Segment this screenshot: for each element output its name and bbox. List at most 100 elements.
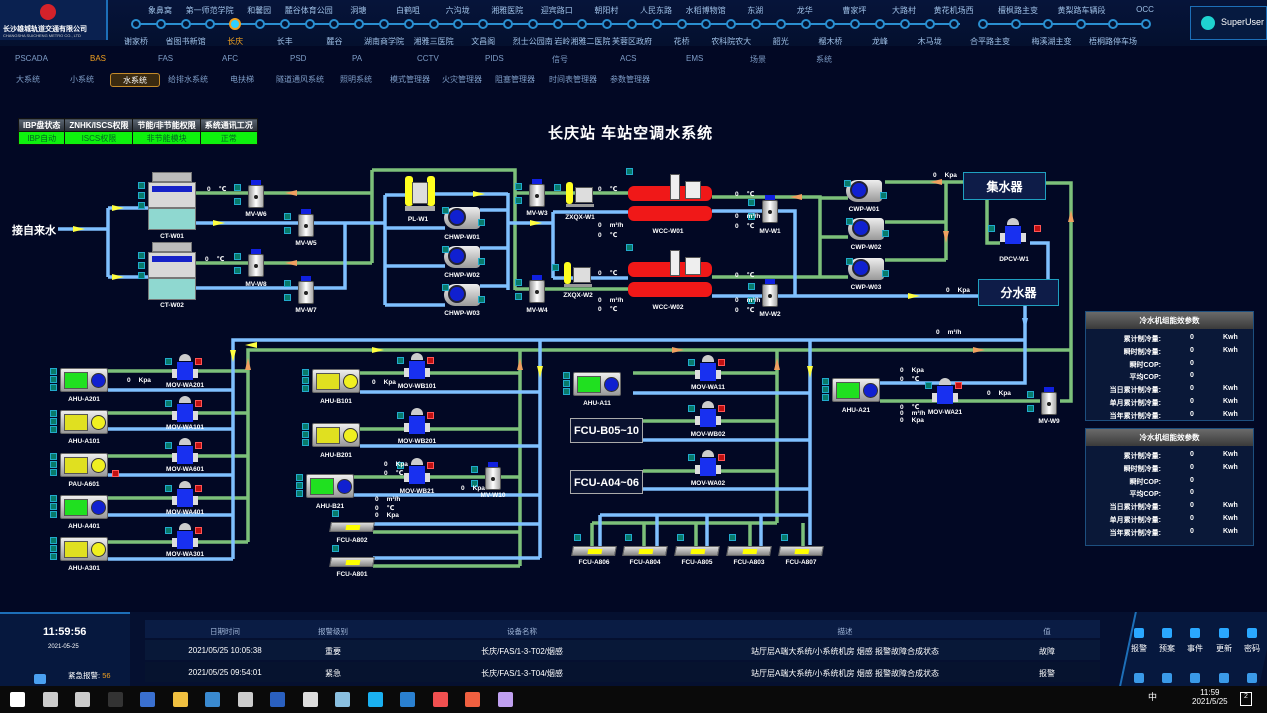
- manual-valve[interactable]: [759, 195, 781, 223]
- manual-valve[interactable]: [295, 276, 317, 304]
- station-name[interactable]: 朝阳村: [594, 6, 619, 15]
- monitor-icon[interactable]: [302, 692, 318, 707]
- notification-icon[interactable]: 2: [1240, 692, 1252, 706]
- microphone-icon[interactable]: [1219, 673, 1229, 683]
- alarm-column-header[interactable]: 描述: [837, 627, 853, 636]
- station-node[interactable]: [875, 19, 885, 29]
- station-name[interactable]: 曹家坪: [842, 6, 867, 15]
- strainer[interactable]: [405, 176, 435, 214]
- water-cooled-chiller[interactable]: [628, 250, 712, 300]
- station-name[interactable]: 黄花机场西: [933, 6, 974, 15]
- signal-icon[interactable]: [1247, 673, 1257, 683]
- alarm-cell[interactable]: 故障: [1039, 647, 1055, 656]
- station-node[interactable]: [825, 19, 836, 29]
- notes-icon[interactable]: [335, 692, 350, 707]
- station-name[interactable]: 谢家桥: [124, 37, 148, 46]
- action-plan[interactable]: 预案: [1159, 644, 1175, 653]
- air-handling-unit[interactable]: [60, 495, 108, 519]
- pump[interactable]: [444, 244, 480, 268]
- station-node[interactable]: [478, 19, 489, 29]
- station-node[interactable]: [1043, 19, 1053, 29]
- alarm-cell[interactable]: 重要: [325, 647, 341, 656]
- station-node[interactable]: [676, 19, 687, 29]
- motorized-valve[interactable]: [172, 354, 198, 382]
- motorized-valve[interactable]: [404, 408, 430, 436]
- alarm-row[interactable]: [145, 662, 1100, 682]
- station-node[interactable]: [949, 19, 960, 29]
- station-node[interactable]: [651, 19, 662, 29]
- station-name[interactable]: 麓谷: [326, 37, 343, 46]
- station-name[interactable]: 白鹤咀: [396, 6, 420, 15]
- manual-valve[interactable]: [245, 180, 267, 208]
- alarm-column-header[interactable]: 设备名称: [507, 627, 537, 636]
- station-name[interactable]: 大路村: [892, 6, 916, 15]
- station-name[interactable]: 梧桐路停车场: [1089, 37, 1137, 46]
- water-treatment-unit[interactable]: [564, 262, 592, 288]
- fan-coil-unit[interactable]: [329, 522, 375, 532]
- menu-tab[interactable]: AFC: [222, 54, 238, 63]
- menu-tab[interactable]: FAS: [158, 54, 174, 63]
- motorized-valve[interactable]: [695, 355, 721, 383]
- motorized-valve[interactable]: [404, 353, 430, 381]
- pump[interactable]: [444, 282, 480, 306]
- menu-tab[interactable]: 场景: [750, 55, 766, 64]
- motorized-valve[interactable]: [404, 458, 430, 486]
- security-icon[interactable]: [270, 692, 285, 707]
- station-node[interactable]: [850, 19, 861, 29]
- settings-icon[interactable]: [237, 692, 253, 707]
- station-name[interactable]: 韶光: [772, 37, 789, 46]
- station-name[interactable]: 梅溪湖主变: [1031, 37, 1072, 46]
- submenu-tab[interactable]: 照明系统: [340, 75, 372, 84]
- air-handling-unit[interactable]: [60, 368, 108, 392]
- station-node[interactable]: [205, 19, 216, 29]
- alarm-cell[interactable]: 长庆/FAS/1-3-T04/烟感: [481, 669, 563, 678]
- station-node[interactable]: [775, 19, 786, 29]
- fan-coil-unit[interactable]: [622, 546, 668, 556]
- broadcast-icon[interactable]: [465, 692, 480, 707]
- station-node[interactable]: [978, 19, 988, 29]
- menu-tab[interactable]: 信号: [552, 55, 568, 64]
- station-name[interactable]: 湘雅医院: [491, 6, 524, 15]
- station-node[interactable]: [627, 19, 637, 29]
- motorized-valve[interactable]: [695, 450, 721, 478]
- alarm-cell[interactable]: 2021/05/25 10:05:38: [188, 646, 262, 655]
- fcu-group-a[interactable]: FCU-A04~06: [570, 470, 643, 494]
- station-name[interactable]: 木马垅: [917, 37, 942, 46]
- differential-pressure-valve[interactable]: [1000, 218, 1030, 250]
- station-node[interactable]: [1108, 19, 1118, 29]
- station-name[interactable]: 长丰: [276, 37, 293, 46]
- manual-valve[interactable]: [526, 179, 548, 207]
- alarm-cell[interactable]: 2021/05/25 09:54:01: [188, 668, 262, 677]
- station-name[interactable]: 水稻博物馆: [685, 6, 726, 15]
- station-node[interactable]: [155, 19, 166, 29]
- camera-icon[interactable]: [1190, 673, 1200, 683]
- station-name[interactable]: 农科院农大: [711, 37, 752, 46]
- pump[interactable]: [846, 178, 882, 202]
- station-node[interactable]: [1075, 19, 1086, 29]
- water-treatment-unit[interactable]: [566, 182, 594, 208]
- station-name[interactable]: 东湖: [747, 6, 764, 15]
- motorized-valve[interactable]: [172, 523, 198, 551]
- fan-coil-unit[interactable]: [329, 557, 375, 567]
- screenshot-icon[interactable]: [1162, 673, 1172, 683]
- station-name[interactable]: 龙峰: [872, 37, 888, 46]
- station-name[interactable]: 洞塘: [350, 6, 367, 15]
- station-name[interactable]: 芙蓉区政府: [612, 37, 652, 46]
- water-collector[interactable]: 集水器: [963, 172, 1046, 200]
- submenu-tab[interactable]: 模式管理器: [390, 75, 430, 84]
- action-alarm[interactable]: 报警: [1131, 644, 1147, 653]
- station-node[interactable]: [726, 19, 737, 29]
- station-node[interactable]: [751, 19, 761, 29]
- station-name[interactable]: 文昌阁: [471, 37, 496, 46]
- station-node[interactable]: [279, 19, 290, 29]
- paint-icon[interactable]: [497, 692, 513, 707]
- fan-coil-unit[interactable]: [778, 546, 824, 556]
- station-node[interactable]: [899, 19, 910, 29]
- station-name[interactable]: 象鼻窝: [148, 6, 172, 15]
- alarm-cell[interactable]: 站厅层A端大系统/小系统机房 烟感 报警故障合成状态: [750, 647, 940, 656]
- station-node[interactable]: [527, 19, 538, 29]
- air-handling-unit[interactable]: [312, 369, 360, 393]
- menu-tab[interactable]: PIDS: [485, 54, 504, 63]
- station-node[interactable]: [577, 19, 588, 29]
